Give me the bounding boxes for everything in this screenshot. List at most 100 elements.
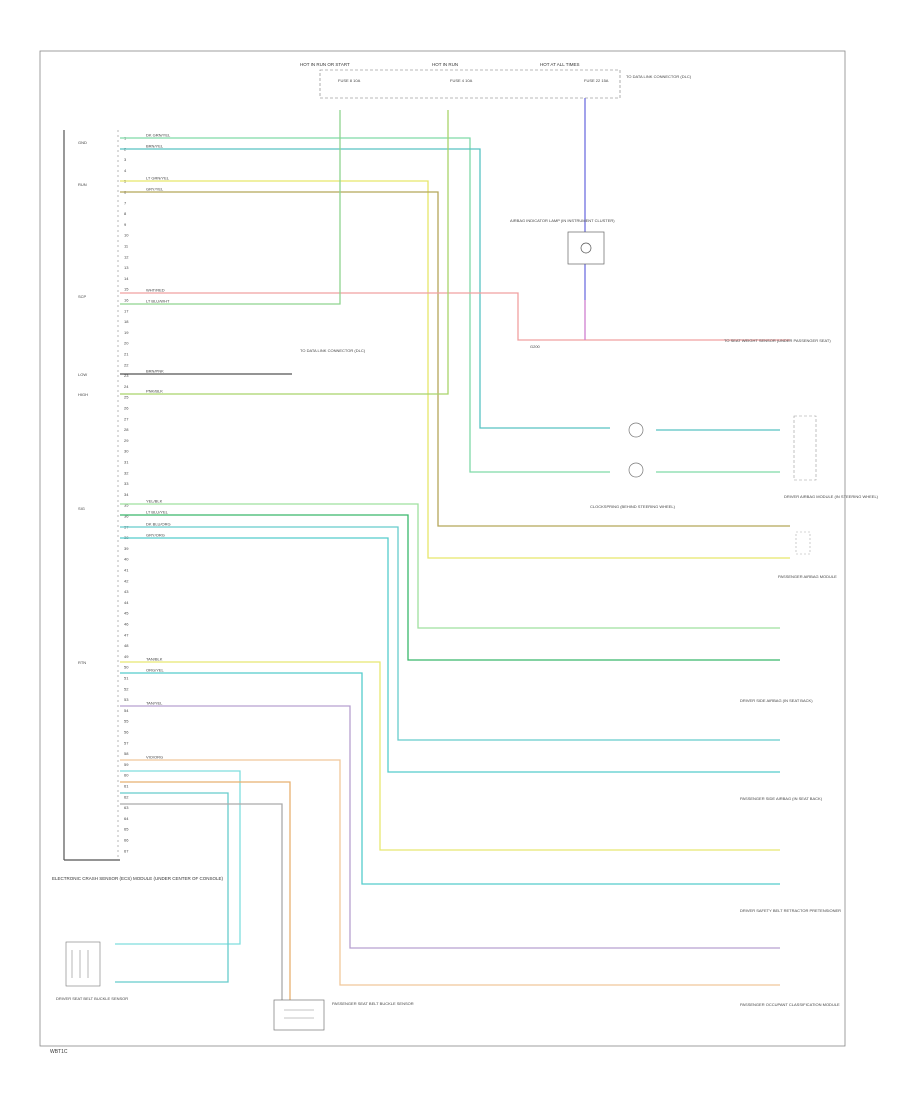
connector-pin-number: 62 — [124, 794, 129, 799]
wire-color-code: GRY/ORG — [146, 533, 165, 538]
connector-pin-number: 35 — [124, 503, 129, 508]
wire-seat-weight-2 — [120, 781, 291, 1000]
wire-buckle-driver — [120, 705, 780, 949]
connector-pin-number: 60 — [124, 773, 129, 778]
connector-pin-number: 57 — [124, 740, 129, 745]
pretensioner-label: DRIVER SAFETY BELT RETRACTOR PRETENSIONE… — [740, 908, 841, 913]
connector-pin-number: 20 — [124, 341, 129, 346]
passenger-buckle-sensor: PASSENGER SEAT BELT BUCKLE SENSOR — [273, 999, 414, 1031]
passenger-airbag-module: PASSENGER AIRBAG MODULE — [778, 531, 837, 579]
connector-pin-number: 13 — [124, 265, 129, 270]
wire-driver-side-high — [120, 503, 780, 629]
wire-color-code: ORG/YEL — [146, 668, 165, 673]
connector-pin-number: 21 — [124, 352, 129, 357]
connector-pin-number: 49 — [124, 654, 129, 659]
connector-pin-number: 65 — [124, 827, 129, 832]
indicator-label: AIRBAG INDICATOR LAMP (IN INSTRUMENT CLU… — [510, 218, 615, 223]
clockspring-coil-icon — [628, 422, 644, 438]
passenger-occupant-label: PASSENGER OCCUPANT CLASSIFICATION MODULE — [740, 1002, 840, 1007]
pin-function-label: HIGH — [78, 392, 88, 397]
connector-pin-number: 47 — [124, 632, 129, 637]
connector-pin-number: 32 — [124, 470, 129, 475]
wire-color-code: LT BLU/WHT — [146, 299, 170, 304]
fuse-panel-label: TO DATA LINK CONNECTOR (DLC) — [626, 74, 692, 79]
connector-pin-number: 34 — [124, 492, 129, 497]
fuse-22: FUSE 22 15A — [584, 78, 609, 83]
ground-label: G200 — [530, 344, 541, 349]
connector-pin-number: 61 — [124, 784, 129, 789]
wire-seat-weight-1 — [115, 770, 241, 945]
airbag-indicator-lamp: AIRBAG INDICATOR LAMP (IN INSTRUMENT CLU… — [510, 218, 615, 265]
passenger-buckle-label: PASSENGER SEAT BELT BUCKLE SENSOR — [332, 1001, 414, 1006]
passenger-airbag-label: PASSENGER AIRBAG MODULE — [778, 574, 837, 579]
pin-function-label: SIG — [78, 506, 85, 511]
connector-pin-number: 50 — [124, 665, 129, 670]
scp-label: TO DATA LINK CONNECTOR (DLC) — [300, 348, 366, 353]
wire-passenger-side-low — [120, 672, 780, 885]
connector-pin-number: 44 — [124, 600, 129, 605]
connector-pin-number: 19 — [124, 330, 129, 335]
wire-color-code: PNK/BLK — [146, 389, 163, 394]
wire-pretensioner-low — [120, 537, 780, 773]
connector-pin-number: 63 — [124, 805, 129, 810]
passenger-side-airbag-label: PASSENGER SIDE AIRBAG (IN SEAT BACK) — [740, 796, 823, 801]
connector-pin-number: 45 — [124, 611, 129, 616]
clockspring-coil-icon-2 — [628, 462, 644, 478]
connector-pin-number: 55 — [124, 719, 129, 724]
wire-seat-weight-4 — [120, 803, 283, 1000]
connector-pin-number: 23 — [124, 373, 129, 378]
pin-function-label: RUN — [78, 182, 87, 187]
wire-passenger-airbag-high — [120, 180, 790, 559]
driver-airbag-module: DRIVER AIRBAG MODULE (IN STEERING WHEEL) — [784, 415, 879, 499]
connector-pin-number: 12 — [124, 254, 129, 259]
wire-seat-weight-3 — [115, 792, 229, 983]
wire-color-code: LT BLU/YEL — [146, 510, 169, 515]
connector-pin-number: 14 — [124, 276, 129, 281]
connector-pin-number: 64 — [124, 816, 129, 821]
connector-pin-number: 41 — [124, 568, 129, 573]
connector-pin-number: 15 — [124, 287, 129, 292]
fuse-label-run: HOT IN RUN — [432, 62, 458, 67]
connector-pin-number: 59 — [124, 762, 129, 767]
connector-pin-number: 43 — [124, 589, 129, 594]
fuse-4: FUSE 4 10A — [450, 78, 473, 83]
wire-color-code: GRY/YEL — [146, 187, 164, 192]
wire-color-code: VIO/ORG — [146, 755, 163, 760]
page-code: WBT1C — [50, 1049, 68, 1055]
wire-driver-airbag-low — [120, 148, 610, 429]
connector-pin-number: 31 — [124, 460, 129, 465]
connector-pin-number: 52 — [124, 686, 129, 691]
fuse-label-run-start: HOT IN RUN OR START — [300, 62, 350, 67]
wire-ground — [120, 110, 449, 395]
wire-driver-side-low — [120, 514, 780, 661]
connector-pin-number: 24 — [124, 384, 129, 389]
connector-pin-number: 4 — [124, 168, 127, 173]
connector-pin-number: 3 — [124, 157, 127, 162]
pin-function-label: SCP — [78, 294, 87, 299]
connector-pin-number: 28 — [124, 427, 129, 432]
connector-pin-number: 48 — [124, 643, 129, 648]
diagram-frame — [39, 50, 846, 1047]
connector-pin-number: 58 — [124, 751, 129, 756]
connector-pin-number: 33 — [124, 481, 129, 486]
fuse-panel: HOT IN RUN OR START HOT IN RUN HOT AT AL… — [300, 62, 692, 99]
connector-pin-number: 8 — [124, 211, 127, 216]
connector-pin-number: 9 — [124, 222, 127, 227]
wire-color-code: DK GRN/YEL — [146, 133, 171, 138]
wire-color-code: BRN/PNK — [146, 369, 164, 374]
wire-pretensioner-high — [120, 526, 780, 741]
wire-color-code: TAN/YEL — [146, 701, 163, 706]
driver-buckle-sensor: DRIVER SEAT BELT BUCKLE SENSOR — [56, 941, 128, 1001]
connector-pin-number: 36 — [124, 514, 129, 519]
wire-color-code: YEL/BLK — [146, 499, 163, 504]
connector-pin-number: 56 — [124, 730, 129, 735]
connector-pin-number: 10 — [124, 233, 129, 238]
wire-color-code: WHT/RED — [146, 288, 165, 293]
connector-pin-number: 66 — [124, 838, 129, 843]
resistor-right-label: TO SEAT WEIGHT SENSOR (UNDER PASSENGER S… — [724, 338, 831, 343]
connector-pin-number: 25 — [124, 395, 129, 400]
pin-function-label: LOW — [78, 372, 87, 377]
connector-pin-number: 53 — [124, 697, 129, 702]
connector-pin-number: 29 — [124, 438, 129, 443]
connector-pin-number: 30 — [124, 449, 129, 454]
